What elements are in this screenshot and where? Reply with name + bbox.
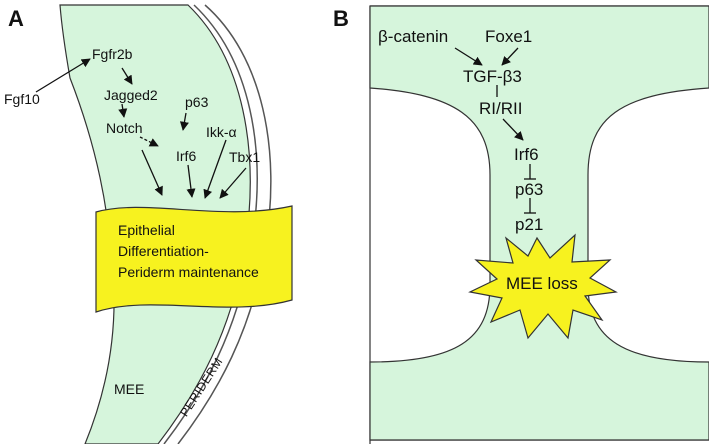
arrow-notch-irf6 [139, 136, 159, 147]
arrow-foxe1-tgfb3 [501, 47, 519, 66]
arrow-ikk-box [203, 139, 227, 199]
arrow-tbx1-box [219, 167, 247, 199]
label-p63-b: p63 [515, 180, 544, 199]
arrow-fgfr2b-jagged2 [121, 67, 133, 85]
epithelial-differentiation-box [95, 205, 293, 313]
label-tbx1: Tbx1 [229, 149, 261, 165]
arrow-fgf10-fgfr2b [35, 58, 91, 93]
panel-a-letter: A [8, 6, 24, 31]
label-beta-catenin: β-catenin [378, 27, 449, 46]
label-ikk-alpha: Ikk-α [206, 124, 237, 140]
label-foxe1: Foxe1 [485, 27, 533, 46]
label-ri-rii: RI/RII [479, 99, 523, 118]
label-fgf10: Fgf10 [4, 91, 40, 107]
label-mee-loss: MEE loss [506, 274, 578, 293]
arrow-receptor-irf6 [502, 118, 524, 141]
box-label-line1: Epithelial [118, 222, 175, 238]
label-irf6-b: Irf6 [514, 145, 539, 164]
label-notch: Notch [106, 120, 143, 136]
arrow-jagged2-notch [118, 103, 128, 118]
arrow-p63-irf6 [179, 112, 189, 131]
arrow-bcatenin-tgfb3 [454, 47, 483, 66]
label-irf6: Irf6 [176, 148, 197, 164]
label-tgf-beta3: TGF-β3 [463, 67, 522, 86]
panel-b-letter: B [333, 6, 349, 31]
label-p21: p21 [515, 215, 544, 234]
arrow-irf6-box [186, 164, 196, 198]
arrow-notch-box [141, 149, 163, 196]
label-mee: MEE [114, 381, 145, 397]
label-jagged2: Jagged2 [104, 87, 158, 103]
box-label-line3: Periderm maintenance [118, 264, 259, 280]
box-text-block: Epithelial Differentiation- Periderm mai… [118, 220, 259, 283]
palatal-shelves [369, 5, 709, 441]
box-label-line2: Differentiation- [118, 243, 209, 259]
label-fgfr2b: Fgfr2b [92, 46, 133, 62]
mee-loss-starburst [468, 233, 618, 340]
label-p63: p63 [185, 94, 209, 110]
